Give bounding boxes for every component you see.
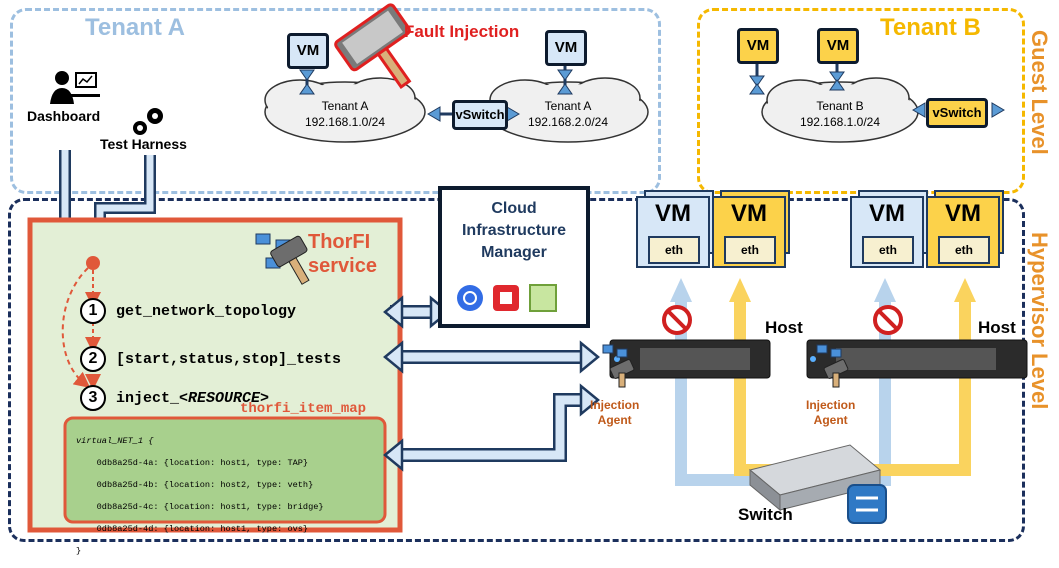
agent1-line1: Injection [590,398,640,412]
injection-agent-2-label: Injection Agent [806,398,855,428]
tenant-a-cloud-right-name: Tenant A [544,99,592,113]
injection-agent-1-label: Injection Agent [590,398,639,428]
tenant-b-cloud-text: Tenant B 192.168.1.0/24 [775,98,905,130]
tenant-a-cloud-right [487,77,649,143]
step-2-text: [start,status,stop]_tests [116,350,342,368]
step-2-num: 2 [80,346,106,372]
host1-vm-yellow: VM eth [712,196,786,268]
step-1-text: get_network_topology [116,302,297,320]
injection-agent-icon-2 [816,344,849,388]
tenant-a-cloud-right-text: Tenant A 192.168.2.0/24 [503,98,633,130]
host1-eth1: eth [648,236,700,264]
step-3-text: inject_<RESOURCE> [116,390,269,407]
tenant-a-vm-right: VM [545,30,587,66]
step-3-resource: <RESOURCE> [179,389,270,407]
tenant-a-cloud-left [264,77,426,143]
dashboard-label: Dashboard [27,108,101,124]
host1-eth2: eth [724,236,776,264]
host2-vm1-label: VM [869,200,905,227]
step-1-num: 1 [80,298,106,324]
host1-vm-light: VM eth [636,196,710,268]
thorfi-logo-icon [255,233,310,285]
thorfi-title-line2: service [308,255,377,277]
code-line-4: 0db8a25d-4d: {location: host1, type: ovs… [76,524,309,534]
tenant-b-cloud-ip: 192.168.1.0/24 [799,115,881,129]
tenant-a-cloud-left-text: Tenant A 192.168.1.0/24 [280,98,410,130]
hypervisor-level-label: Hypervisor Level [1027,232,1052,410]
tenant-a-title: Tenant A [85,14,185,41]
diagram-shapes [27,3,1028,533]
tenant-a-cloud-left-ip: 192.168.1.0/24 [304,115,386,129]
agent2-line2: Agent [813,413,848,427]
code-line-0: virtual_NET_1 { [76,436,154,446]
step-1: 1 get_network_topology [80,298,296,324]
dashboard-icon [50,71,100,104]
host1-label: Host [765,318,803,337]
arrow-to-agent [383,383,600,472]
step-2: 2 [start,status,stop]_tests [80,346,341,372]
cim-line3: Manager [481,244,547,261]
thorfi-item-map-code: virtual_NET_1 { 0db8a25d-4a: {location: … [76,425,324,568]
code-line-2: 0db8a25d-4b: {location: host2, type: vet… [76,480,314,490]
switch-icon [748,444,887,524]
host2-vm2-label: VM [945,200,981,227]
code-line-3: 0db8a25d-4c: {location: host1, type: bri… [76,502,324,512]
code-line-1: 0db8a25d-4a: {location: host1, type: TAP… [76,458,309,468]
tenant-a-vswitch: vSwitch [452,100,508,130]
thorfi-title-line1: ThorFI [308,231,371,253]
tenant-b-vm-left: VM [737,28,779,64]
guest-level-label: Guest Level [1027,30,1052,155]
cim-line2: Infrastructure [461,222,567,239]
agent2-line1: Injection [806,398,856,412]
tenant-b-cloud-name: Tenant B [816,99,864,113]
host2-vm-light: VM eth [850,196,924,268]
host1-vm2-label: VM [731,200,767,227]
host1-vm1-label: VM [655,200,691,227]
hammer-icon [334,3,412,89]
cim-label: Cloud Infrastructure Manager [442,198,586,264]
switch-label: Switch [738,505,793,524]
blocked-icon-1 [662,305,692,335]
step-3: 3 inject_<RESOURCE> [80,385,269,411]
tenant-a-region [10,8,661,194]
agent1-line2: Agent [597,413,632,427]
injection-agent-icon-1 [602,344,635,388]
tenant-a-cloud-right-ip: 192.168.2.0/24 [527,115,609,129]
tenant-b-title: Tenant B [880,14,981,41]
tenant-b-vm-right: VM [817,28,859,64]
step-3-num: 3 [80,385,106,411]
arrow-to-host [383,340,600,374]
tenant-a-vm-left: VM [287,33,329,69]
tenant-b-vswitch: vSwitch [926,98,988,128]
code-line-5: } [76,546,82,556]
host2-label: Host [978,318,1016,337]
tenant-a-cloud-left-name: Tenant A [321,99,369,113]
thorfi-title: ThorFI service [308,230,377,278]
step-3-prefix: inject_ [116,389,180,407]
cim-line1: Cloud [491,200,537,217]
host2-vm-yellow: VM eth [926,196,1000,268]
host2-eth1: eth [862,236,914,264]
test-harness-label: Test Harness [100,136,187,152]
blocked-icon-2 [873,305,903,335]
gears-icon [133,108,163,135]
host2-eth2: eth [938,236,990,264]
fault-injection-label: Fault Injection [404,22,520,41]
thorfi-item-map-label: thorfi_item_map [240,401,367,417]
tenant-b-cloud [761,77,919,143]
